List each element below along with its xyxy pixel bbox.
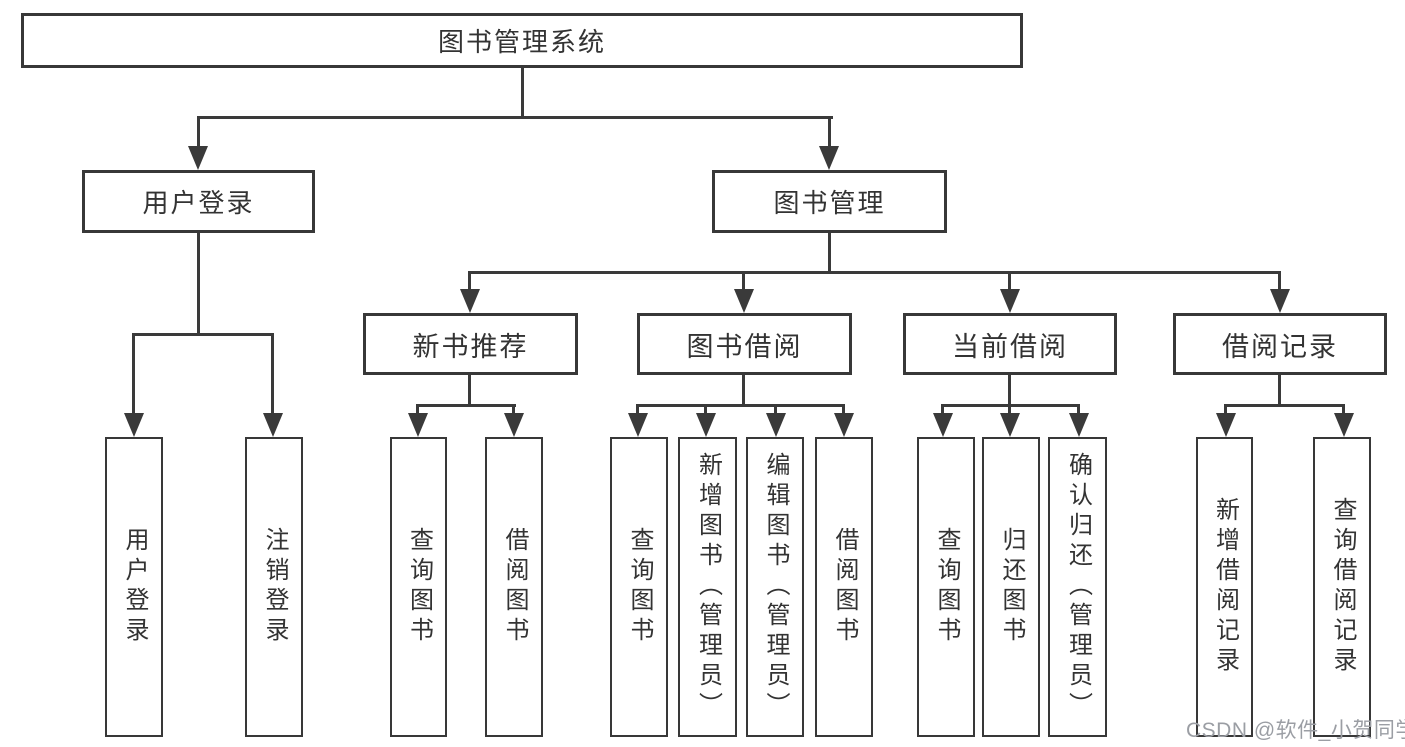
- node-library-management-system: 图书管理系统: [21, 13, 1023, 68]
- arrow-down-icon: [124, 413, 144, 437]
- connector-line: [197, 233, 200, 335]
- connector-line: [132, 333, 135, 414]
- arrow-down-icon: [628, 413, 648, 437]
- leaf-borrow-book: 借阅图书: [815, 437, 873, 737]
- leaf-label: 借阅图书: [831, 527, 858, 647]
- node-label: 用户登录: [142, 188, 255, 218]
- leaf-label: 查询图书: [405, 527, 433, 647]
- connector-line: [468, 271, 471, 290]
- node-current-borrow: 当前借阅: [903, 313, 1117, 375]
- leaf-label: 查询图书: [626, 527, 653, 647]
- arrow-down-icon: [734, 289, 754, 313]
- leaf-label: 查询借阅记录: [1329, 497, 1356, 677]
- node-book-management: 图书管理: [712, 170, 947, 233]
- node-user-login: 用户登录: [82, 170, 315, 233]
- csdn-watermark: CSDN @软件_小贺同学: [1186, 719, 1405, 742]
- connector-line: [468, 271, 1281, 274]
- connector-line: [132, 333, 274, 336]
- leaf-label: 新增借阅记录: [1211, 497, 1239, 677]
- connector-line: [742, 271, 745, 290]
- leaf-borrow-book-recommend: 借阅图书: [485, 437, 543, 737]
- leaf-return-book: 归还图书: [982, 437, 1040, 737]
- connector-line: [1008, 271, 1011, 290]
- leaf-label: 归还图书: [998, 527, 1025, 647]
- connector-line: [521, 68, 524, 118]
- connector-line: [1278, 375, 1281, 407]
- node-new-book-recommend: 新书推荐: [363, 313, 578, 375]
- connector-line: [828, 233, 831, 273]
- connector-line: [842, 404, 845, 415]
- leaf-label: 确认归还（管理员）: [1064, 452, 1092, 722]
- node-label: 当前借阅: [952, 331, 1068, 362]
- connector-line: [941, 404, 944, 415]
- leaf-add-borrow-record: 新增借阅记录: [1196, 437, 1253, 737]
- arrow-down-icon: [408, 413, 428, 437]
- arrow-down-icon: [188, 146, 208, 170]
- arrow-down-icon: [819, 146, 839, 170]
- connector-line: [416, 404, 419, 415]
- leaf-label: 新增图书（管理员）: [694, 452, 722, 722]
- connector-line: [828, 116, 831, 148]
- connector-line: [774, 404, 777, 415]
- leaf-label: 注销登录: [261, 527, 288, 647]
- leaf-label: 用户登录: [121, 527, 148, 647]
- node-book-borrow: 图书借阅: [637, 313, 852, 375]
- connector-line: [636, 404, 639, 415]
- leaf-add-book-admin: 新增图书（管理员）: [678, 437, 737, 737]
- arrow-down-icon: [766, 413, 786, 437]
- connector-line: [416, 404, 516, 407]
- connector-line: [197, 116, 200, 148]
- arrow-down-icon: [1069, 413, 1089, 437]
- connector-line: [512, 404, 515, 415]
- node-label: 图书管理系统: [437, 27, 606, 57]
- connector-line: [636, 404, 845, 407]
- node-label: 新书推荐: [412, 331, 529, 362]
- connector-line: [1342, 404, 1345, 415]
- arrow-down-icon: [933, 413, 953, 437]
- connector-line: [704, 404, 707, 415]
- leaf-query-book-recommend: 查询图书: [390, 437, 447, 737]
- connector-line: [742, 375, 745, 407]
- arrow-down-icon: [1216, 413, 1236, 437]
- leaf-query-book-borrow: 查询图书: [610, 437, 668, 737]
- leaf-user-login: 用户登录: [105, 437, 163, 737]
- node-label: 图书借阅: [686, 331, 803, 362]
- connector-line: [197, 116, 833, 119]
- arrow-down-icon: [1334, 413, 1354, 437]
- arrow-down-icon: [460, 289, 480, 313]
- node-label: 图书管理: [773, 188, 886, 218]
- connector-line: [1224, 404, 1227, 415]
- arrow-down-icon: [696, 413, 716, 437]
- connector-line: [468, 375, 471, 407]
- leaf-logout-login: 注销登录: [245, 437, 303, 737]
- leaf-label: 借阅图书: [501, 527, 528, 647]
- arrow-down-icon: [1000, 413, 1020, 437]
- arrow-down-icon: [263, 413, 283, 437]
- leaf-query-book-current: 查询图书: [917, 437, 975, 737]
- leaf-edit-book-admin: 编辑图书（管理员）: [746, 437, 804, 737]
- arrow-down-icon: [1000, 289, 1020, 313]
- leaf-label: 查询图书: [933, 527, 960, 647]
- connector-line: [1008, 375, 1011, 407]
- leaf-confirm-return-admin: 确认归还（管理员）: [1048, 437, 1107, 737]
- connector-line: [1224, 404, 1345, 407]
- node-label: 借阅记录: [1222, 331, 1338, 362]
- leaf-query-borrow-record: 查询借阅记录: [1313, 437, 1371, 737]
- leaf-label: 编辑图书（管理员）: [762, 452, 789, 722]
- connector-line: [1077, 404, 1080, 415]
- arrow-down-icon: [504, 413, 524, 437]
- connector-line: [1008, 404, 1011, 415]
- connector-line: [1278, 271, 1281, 290]
- connector-line: [271, 333, 274, 414]
- node-borrow-record: 借阅记录: [1173, 313, 1387, 375]
- arrow-down-icon: [1270, 289, 1290, 313]
- arrow-down-icon: [834, 413, 854, 437]
